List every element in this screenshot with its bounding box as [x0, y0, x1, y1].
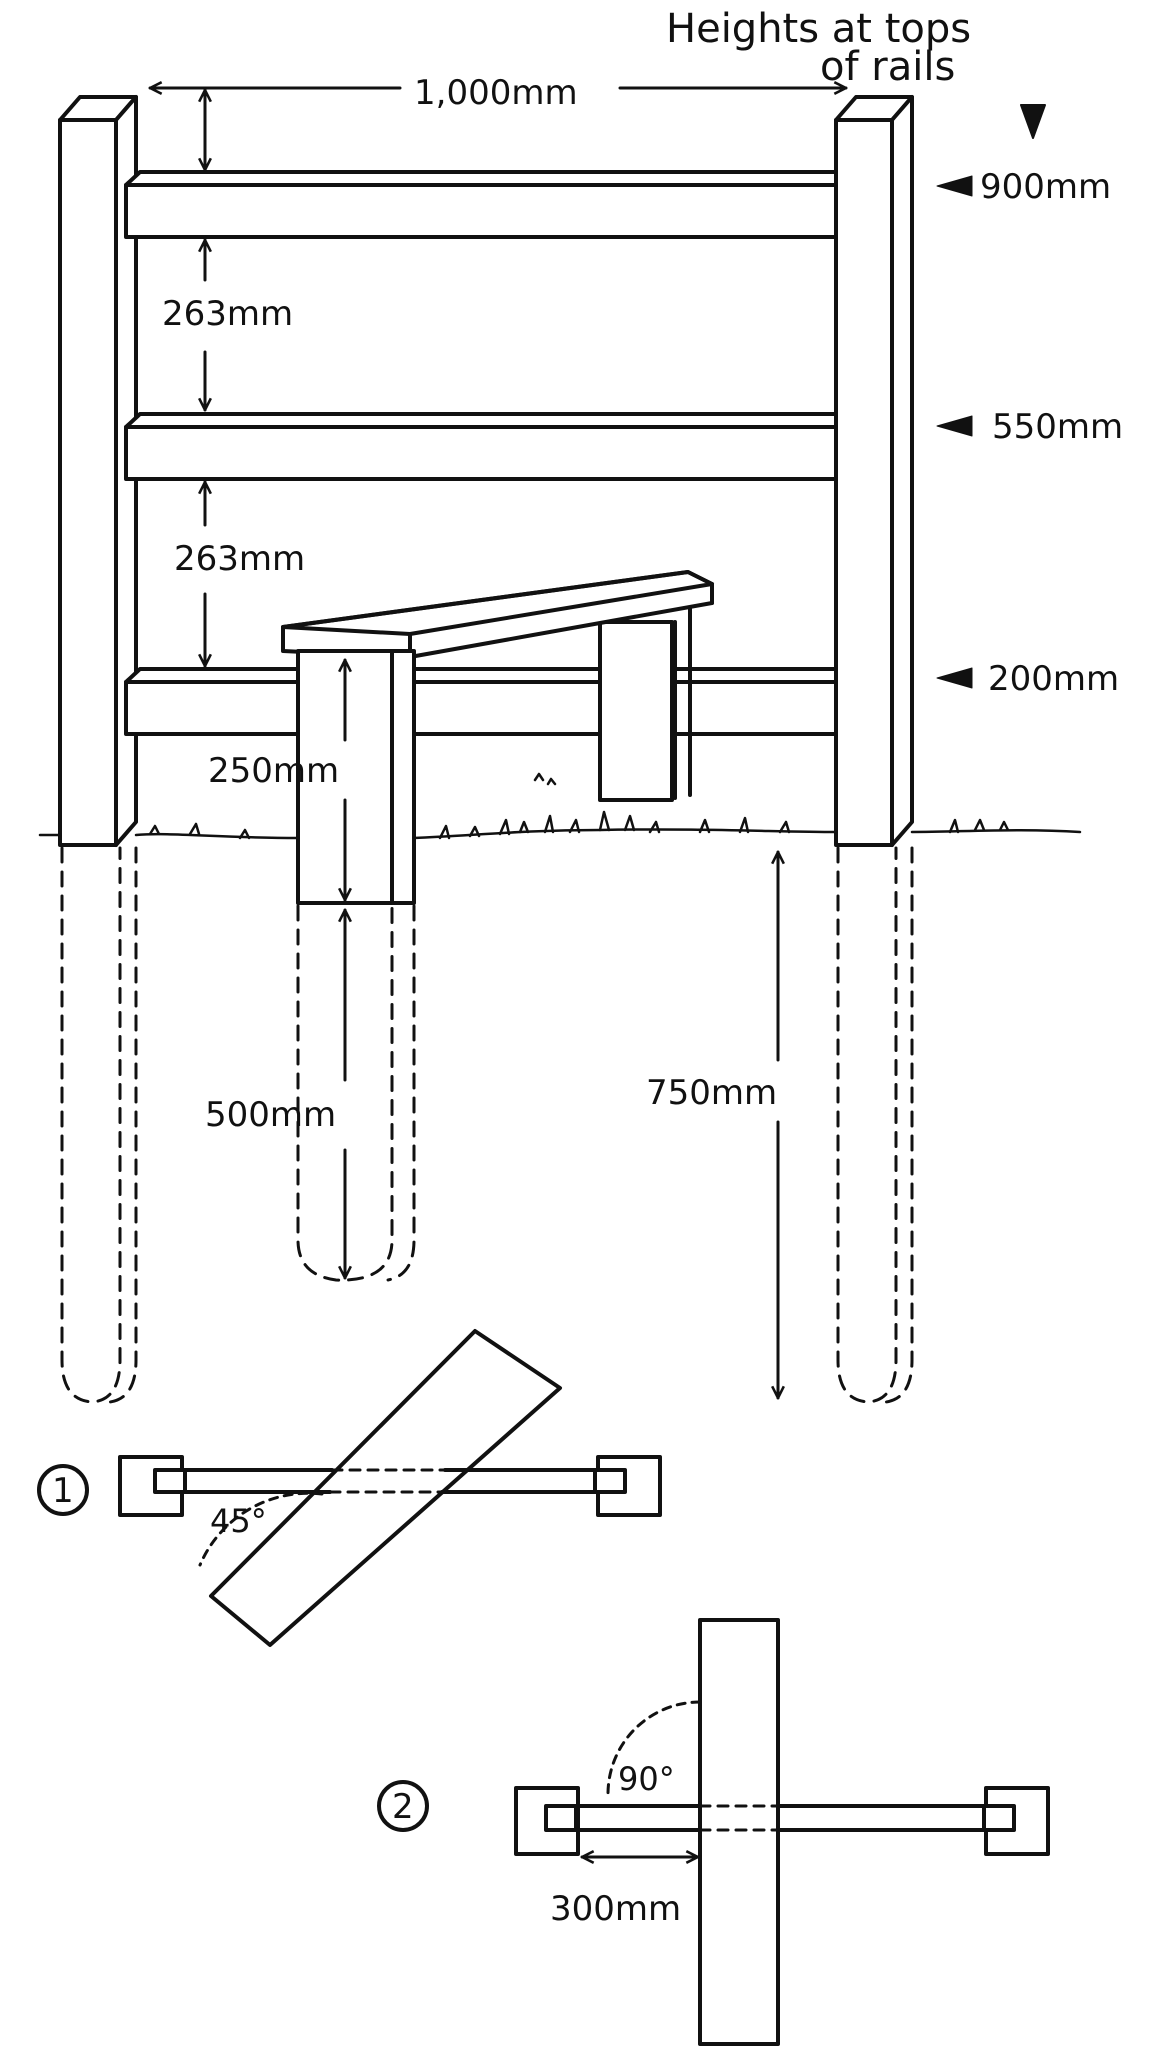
- left-post-buried: [60, 846, 138, 1404]
- left-post: [58, 95, 138, 847]
- plan-view-2: [377, 1618, 1050, 2046]
- rail-900-pointer: [936, 175, 973, 197]
- plan-view-2-angle: 90°: [618, 1760, 675, 1798]
- rail-550-pointer: [936, 415, 973, 437]
- post-depth-label: 750mm: [646, 1073, 777, 1113]
- rail-gap-lower-label: 263mm: [174, 539, 305, 579]
- bottom-rail: [124, 667, 838, 736]
- rail-height-200-label: 200mm: [988, 659, 1119, 699]
- plan-view-1-number: 1: [52, 1471, 74, 1511]
- plan-view-1-angle: 45°: [210, 1502, 267, 1540]
- header-line-2: of rails: [820, 44, 955, 90]
- labels: Heights at tops of rails 1,000mm 263mm 2…: [52, 6, 1123, 1929]
- ground-line: [38, 772, 1082, 840]
- rail-gap-upper-label: 263mm: [162, 294, 293, 334]
- right-post: [834, 95, 914, 847]
- step-post-buried: [296, 904, 416, 1282]
- header-pointer-arrow: [1020, 104, 1046, 139]
- header-line-1: Heights at tops: [666, 6, 971, 52]
- right-post-buried: [836, 846, 914, 1404]
- plan-view-1: [37, 1329, 662, 1647]
- step-height-label: 250mm: [208, 751, 339, 791]
- step-post-depth-label: 500mm: [205, 1095, 336, 1135]
- rail-height-900-label: 900mm: [980, 167, 1111, 207]
- step-board: [281, 570, 714, 659]
- middle-rail: [124, 412, 838, 481]
- rail-height-550-label: 550mm: [992, 407, 1123, 447]
- post-spacing-label: 1,000mm: [414, 73, 578, 113]
- plan-view-2-offset: 300mm: [550, 1889, 681, 1929]
- top-rail: [124, 170, 838, 239]
- step-back-leg: [598, 602, 692, 802]
- rail-200-pointer: [936, 667, 973, 689]
- plan-view-2-number: 2: [392, 1787, 414, 1827]
